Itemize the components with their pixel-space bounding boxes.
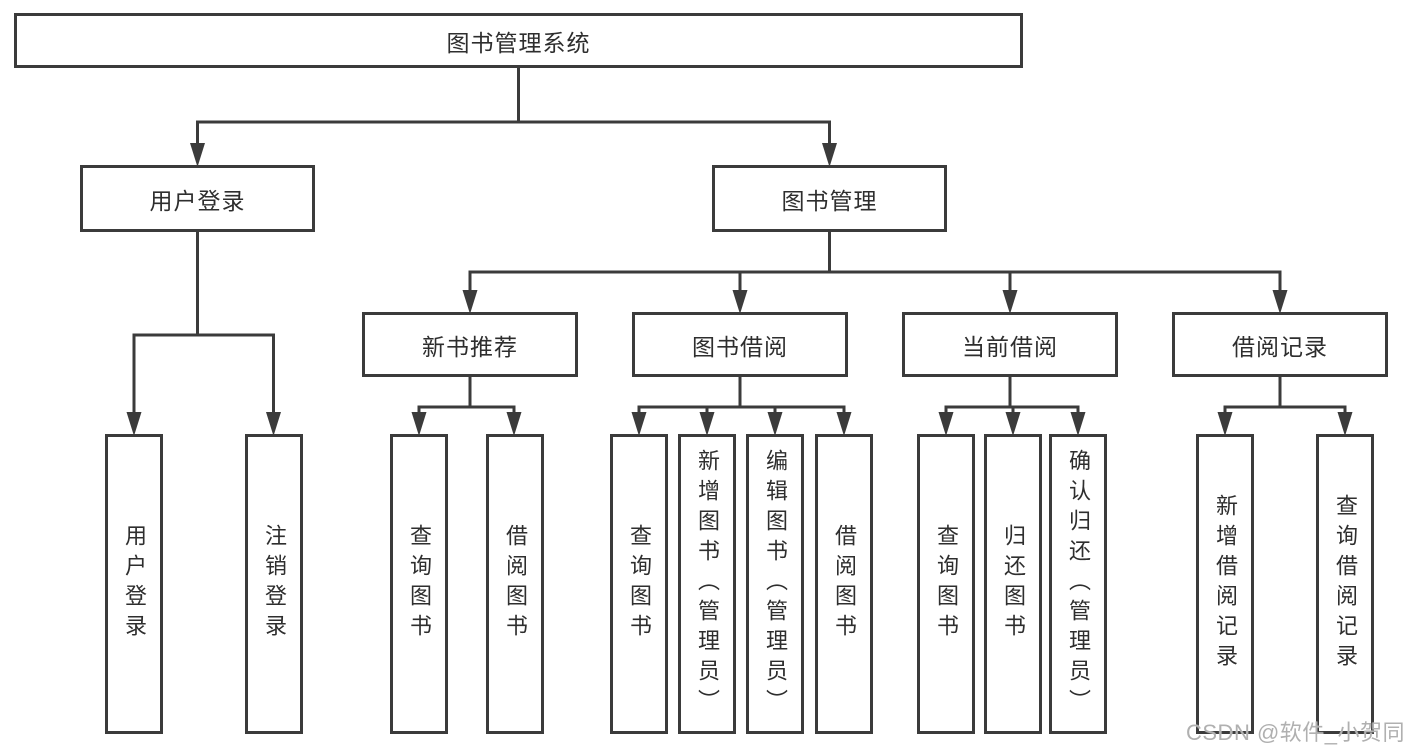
csdn-watermark: CSDN @软件_小贺同学 (1186, 720, 1405, 745)
leaf-borrow-query-books: 查询图书 (610, 434, 668, 734)
leaf-newbook-query-books: 查询图书 (390, 434, 448, 734)
leaf-records-add-borrow-record: 新增借阅记录 (1196, 434, 1254, 734)
node-current-borrowing: 当前借阅 (902, 312, 1118, 377)
node-new-book-recommend: 新书推荐 (362, 312, 578, 377)
leaf-borrow-borrow-books: 借阅图书 (815, 434, 873, 734)
leaf-current-return-books: 归还图书 (984, 434, 1042, 734)
leaf-login-user-login: 用户登录 (105, 434, 163, 734)
leaf-borrow-add-books-admin: 新增图书（管理员） (678, 434, 736, 734)
leaf-login-logout: 注销登录 (245, 434, 303, 734)
node-book-management-branch: 图书管理 (712, 165, 947, 232)
node-book-borrowing: 图书借阅 (632, 312, 848, 377)
leaf-records-query-borrow-record: 查询借阅记录 (1316, 434, 1374, 734)
node-root-library-system: 图书管理系统 (14, 13, 1023, 68)
node-user-login-branch: 用户登录 (80, 165, 315, 232)
leaf-current-confirm-return-admin: 确认归还（管理员） (1049, 434, 1107, 734)
leaf-newbook-borrow-books: 借阅图书 (486, 434, 544, 734)
node-borrow-records: 借阅记录 (1172, 312, 1388, 377)
leaf-current-query-books: 查询图书 (917, 434, 975, 734)
leaf-borrow-edit-books-admin: 编辑图书（管理员） (746, 434, 804, 734)
